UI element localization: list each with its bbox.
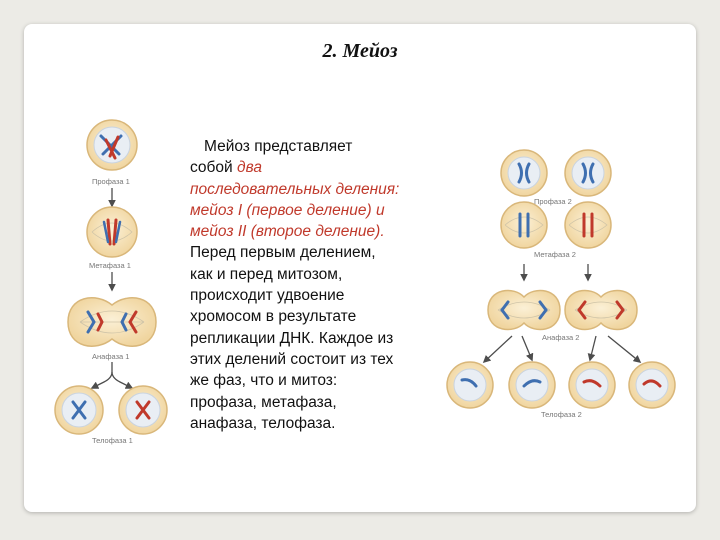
stage-label-prophase-1: Профаза 1	[92, 177, 130, 186]
stage-label-telophase-2: Телофаза 2	[541, 410, 582, 419]
highlight-text: два	[237, 159, 262, 177]
text-line: же фаз, что и митоз:	[190, 372, 338, 390]
text-line: Перед первым делением,	[190, 244, 376, 262]
meiosis2-telophase-cell-3	[568, 361, 616, 409]
meiosis1-anaphase-cell	[67, 297, 157, 347]
stage-label-metaphase-1: Метафаза 1	[89, 261, 131, 270]
slide-title: 2. Мейоз	[322, 40, 398, 62]
meiosis2-telophase-cell-1	[446, 361, 494, 409]
arrow	[111, 371, 134, 389]
meiosis2-prophase-cell-left	[500, 149, 548, 197]
text-line: происходит удвоение	[190, 287, 345, 305]
meiosis2-anaphase-cell-right	[564, 289, 638, 331]
text-line: Мейоз представляет	[204, 138, 353, 155]
text-line: хромосом в результате	[190, 308, 357, 326]
stage-label-anaphase-2: Анафаза 2	[542, 333, 579, 342]
meiosis1-prophase-cell	[86, 119, 138, 171]
meiosis2-anaphase-cell-left	[487, 289, 561, 331]
arrow	[587, 335, 597, 362]
meiosis2-telophase-cell-2	[508, 361, 556, 409]
text-line: анафаза, телофаза.	[190, 414, 336, 432]
text-line: собой два	[190, 157, 445, 178]
arrow	[90, 362, 113, 389]
meiosis2-prophase-cell-right	[564, 149, 612, 197]
highlight-text: последовательных деления:	[190, 180, 400, 198]
arrow	[521, 335, 534, 362]
stage-label-telophase-1: Телофаза 1	[92, 436, 133, 445]
stage-label-prophase-2: Профаза 2	[534, 197, 572, 206]
meiosis2-telophase-cell-4	[628, 361, 676, 409]
text-fragment: собой	[190, 159, 238, 177]
highlight-text: мейоз II (второе деление).	[190, 223, 385, 241]
text-line: профаза, метафаза,	[190, 393, 337, 411]
meiosis2-metaphase-cell-left	[500, 201, 548, 249]
stage-label-metaphase-2: Метафаза 2	[534, 250, 576, 259]
description-text: Мейоз представляет собой два последовате…	[190, 136, 445, 434]
arrow	[482, 335, 513, 364]
text-line: этих делений состоит из тех	[190, 350, 394, 368]
meiosis2-metaphase-cell-right	[564, 201, 612, 249]
highlight-text: мейоз I (первое деление) и	[190, 201, 385, 219]
meiosis1-metaphase-cell	[86, 206, 138, 258]
arrow	[607, 335, 642, 363]
meiosis1-telophase-cell-left	[54, 385, 104, 435]
text-line: как и перед митозом,	[190, 265, 343, 283]
meiosis1-telophase-cell-right	[118, 385, 168, 435]
text-line: репликации ДНК. Каждое из	[190, 329, 394, 347]
stage-label-anaphase-1: Анафаза 1	[92, 352, 129, 361]
